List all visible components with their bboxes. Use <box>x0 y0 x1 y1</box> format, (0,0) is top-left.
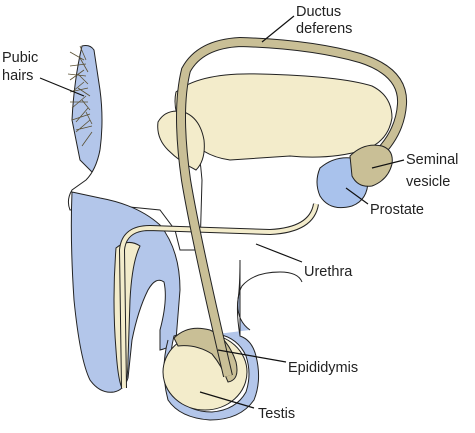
label-ductus-deferens-1: Ductus <box>296 4 341 20</box>
label-seminal-vesicle-1: Seminal <box>406 152 458 168</box>
label-seminal-vesicle-2: vesicle <box>406 174 450 190</box>
lead-epididymis <box>217 349 287 363</box>
buttock-outline <box>236 271 303 337</box>
lead-testis <box>199 391 255 409</box>
urethra-tube-inner <box>119 203 318 389</box>
label-pubic-hairs-2: hairs <box>2 68 33 84</box>
label-ductus-deferens-2: deferens <box>296 21 352 37</box>
lead-seminal-vesicle <box>371 159 405 169</box>
label-epididymis: Epididymis <box>288 360 358 376</box>
lead-urethra <box>255 243 303 263</box>
lead-pubic-hairs <box>39 77 85 97</box>
label-urethra: Urethra <box>304 264 353 280</box>
lead-ductus-deferens <box>261 15 295 43</box>
seminal-vesicle <box>349 144 393 187</box>
label-testis: Testis <box>258 406 295 422</box>
ductus-deferens-fill <box>177 37 407 377</box>
bladder <box>174 73 393 161</box>
label-prostate: Prostate <box>370 202 424 218</box>
pubic-hairs <box>67 45 93 147</box>
label-pubic-hairs-1: Pubic <box>2 50 38 66</box>
lead-prostate <box>345 187 369 205</box>
